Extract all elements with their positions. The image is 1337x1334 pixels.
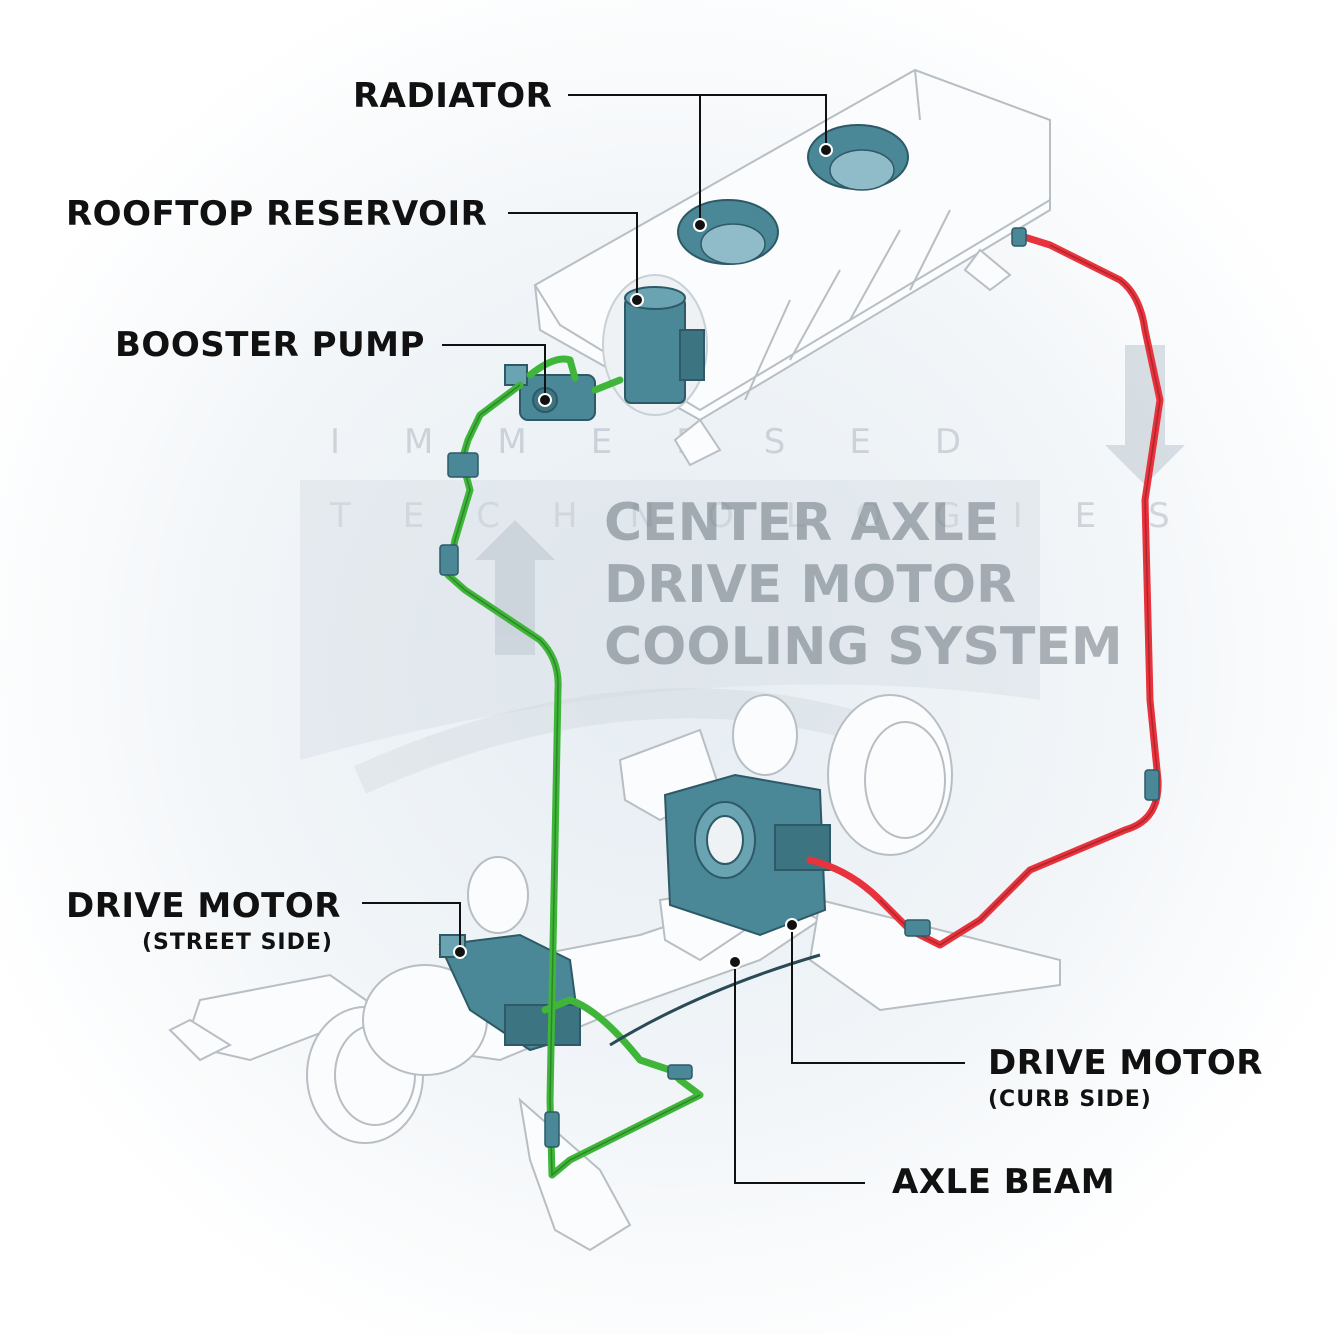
watermark-line2: TECHNOLOGIES <box>330 496 1222 536</box>
title-line3: COOLING SYSTEM <box>604 617 1123 677</box>
title-line2: DRIVE MOTOR <box>604 555 1017 615</box>
callout-drive-motor-street: DRIVE MOTOR <box>66 886 341 926</box>
diagram-title: CENTER AXLE DRIVE MOTOR COOLING SYSTEM <box>604 492 1123 678</box>
callout-axle-beam: AXLE BEAM <box>892 1162 1116 1202</box>
callout-drive-motor-curb: DRIVE MOTOR <box>988 1043 1263 1083</box>
callout-drive-motor-curb-sub: (CURB SIDE) <box>988 1087 1152 1112</box>
watermark-line1: IMMERSED <box>330 422 1025 462</box>
roof-unit-housing <box>533 68 1051 467</box>
axle-cross-line <box>609 953 821 1047</box>
title-line1: CENTER AXLE <box>604 493 1000 553</box>
leader-lines <box>362 94 965 1184</box>
callout-rooftop-reservoir: ROOFTOP RESERVOIR <box>66 194 488 234</box>
rooftop-reservoir <box>602 274 708 416</box>
watermark-swoosh-curve <box>353 688 906 794</box>
callout-booster-pump: BOOSTER PUMP <box>115 325 425 365</box>
flow-arrow-down <box>1105 345 1185 485</box>
street-side-hub <box>306 856 529 1144</box>
radiator-fan-left <box>677 199 779 265</box>
callout-drive-motor-street-sub: (STREET SIDE) <box>142 930 333 955</box>
callout-radiator: RADIATOR <box>353 76 553 116</box>
supply-line-outline <box>447 384 701 1177</box>
radiator-fan-right <box>807 124 909 191</box>
hose-fittings <box>439 227 1160 1148</box>
booster-pump <box>504 364 596 421</box>
curb-side-hub <box>732 694 953 856</box>
leader-dots <box>453 143 833 969</box>
drive-motor-curb-body <box>663 773 831 937</box>
flow-arrow-up <box>475 520 555 655</box>
